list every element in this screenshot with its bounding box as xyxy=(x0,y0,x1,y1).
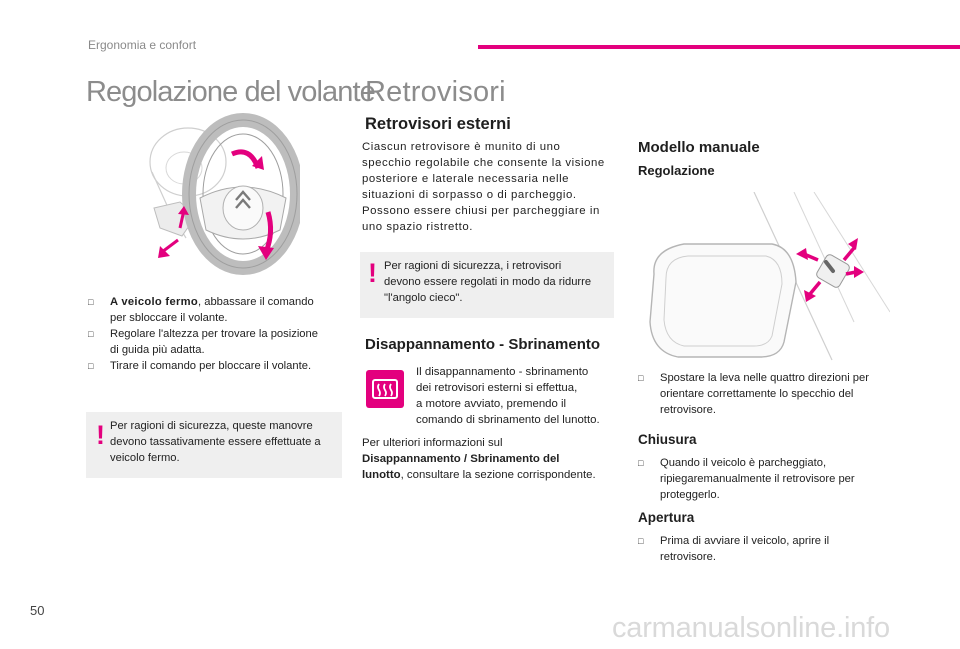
mirror-adjustment-illustration xyxy=(649,192,890,361)
subheading-manual-model: Modello manuale xyxy=(638,139,760,156)
safety-note-mirrors: ! Per ragioni di sicurezza, i retrovisor… xyxy=(360,252,614,318)
list-item: □ Regolare l'altezza per trovare la posi… xyxy=(88,328,318,356)
defrost-more-info: Per ulteriori informazioni sul Disappann… xyxy=(362,437,596,481)
warning-icon: ! xyxy=(96,420,105,450)
subheading-external-mirrors: Retrovisori esterni xyxy=(365,115,511,133)
steering-wheel-illustration xyxy=(149,113,300,275)
heading-steering-adjustment: Regolazione del volante xyxy=(86,76,376,108)
rear-defrost-icon xyxy=(366,370,404,408)
warning-icon: ! xyxy=(368,258,377,288)
subheading-folding: Chiusura xyxy=(638,432,697,447)
list-item: □ Spostare la leva nelle quattro direzio… xyxy=(638,372,869,416)
watermark: carmanualsonline.info xyxy=(612,612,890,644)
bullet-marker: □ xyxy=(638,373,644,383)
steering-steps: □ A veicolo fermo, abbassare il comando … xyxy=(88,294,344,374)
bullet-marker: □ xyxy=(638,458,644,468)
opening-steps: □ Prima di avviare il veicolo, aprire il… xyxy=(638,533,898,565)
defrost-description: Il disappannamento - sbrinamento dei ret… xyxy=(416,366,600,426)
list-item: □ Quando il veicolo è parcheggiato, ripi… xyxy=(638,457,855,501)
adjustment-steps: □ Spostare la leva nelle quattro direzio… xyxy=(638,370,898,418)
list-item: □ A veicolo fermo, abbassare il comando … xyxy=(88,296,314,324)
list-item: □ Prima di avviare il veicolo, aprire il… xyxy=(638,535,830,563)
section-title: Ergonomia e confort xyxy=(88,38,197,52)
page-number: 50 xyxy=(30,603,45,618)
subheading-adjustment: Regolazione xyxy=(638,163,715,178)
heading-mirrors: Retrovisori xyxy=(365,76,506,108)
folding-steps: □ Quando il veicolo è parcheggiato, ripi… xyxy=(638,455,898,503)
bullet-marker: □ xyxy=(88,329,94,339)
bullet-marker: □ xyxy=(638,536,644,546)
mirrors-intro: Ciascun retrovisore è munito di uno spec… xyxy=(362,141,605,233)
bullet-marker: □ xyxy=(88,297,94,307)
list-item: □ Tirare il comando per bloccare il vola… xyxy=(88,360,312,372)
subheading-opening: Apertura xyxy=(638,510,695,525)
subheading-defrost: Disappannamento - Sbrinamento xyxy=(365,336,601,353)
section-accent-bar xyxy=(478,45,960,49)
safety-note-steering: ! Per ragioni di sicurezza, queste manov… xyxy=(86,412,342,478)
bullet-marker: □ xyxy=(88,361,94,371)
